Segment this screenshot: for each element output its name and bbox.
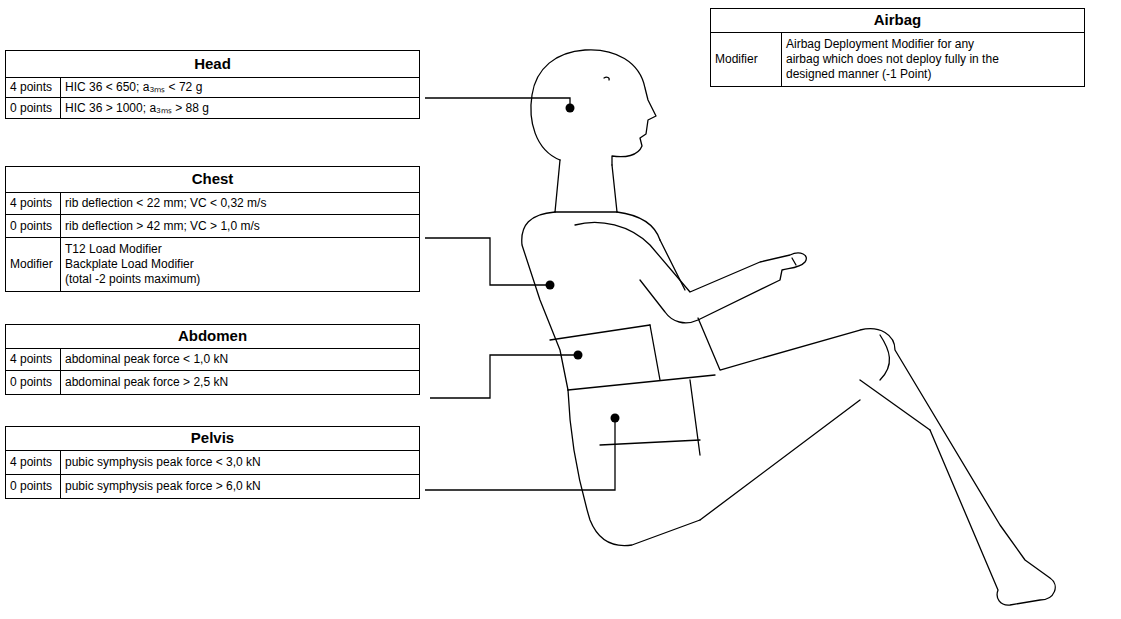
score-label: 0 points [10,479,52,494]
criterion-text: pubic symphysis peak force > 6,0 kN [65,479,261,494]
airbag-table: AirbagModifier Airbag Deployment Modifier… [710,8,1085,87]
pelvis-table: Pelvis 4 points pubic symphysis peak force… [5,426,420,499]
score-label: 0 points [10,101,52,116]
table-heading: Abdomen [178,327,247,346]
score-label: 4 points [10,352,52,367]
chest-table: Chest 4 points rib deflection < 22 mm; VC … [5,166,420,292]
criterion-text: rib deflection < 22 mm; VC < 0,32 m/s [65,196,266,211]
table-heading: Head [194,55,231,74]
score-table: Pelvis 4 points pubic symphysis peak force… [5,426,420,499]
criterion-text: rib deflection > 42 mm; VC > 1,0 m/s [65,219,260,234]
score-table: Chest 4 points rib deflection < 22 mm; VC … [5,166,420,292]
score-label: 0 points [10,219,52,234]
score-label: Modifier [10,257,53,272]
score-table: Head 4 points HIC 36 < 650; a₃ₘₛ < 72 g 0 p… [5,50,420,119]
criterion-text: pubic symphysis peak force < 3,0 kN [65,455,261,470]
score-label: 4 points [10,455,52,470]
score-label: 4 points [10,80,52,95]
table-heading: Pelvis [191,429,234,448]
criterion-text: abdominal peak force < 1,0 kN [65,352,228,367]
criterion-text: T12 Load Modifier Backplate Load Modifie… [65,242,217,287]
head-table: Head 4 points HIC 36 < 650; a₃ₘₛ < 72 g 0 p… [5,50,420,119]
score-table: Abdomen 4 points abdominal peak force < 1,… [5,324,420,395]
table-heading: Airbag [874,11,922,30]
criterion-text: abdominal peak force > 2,5 kN [65,375,228,390]
score-label: 4 points [10,196,52,211]
score-table: AirbagModifier Airbag Deployment Modifier… [710,8,1085,87]
score-label: Modifier [715,52,758,67]
criterion-text: HIC 36 > 1000; a₃ₘₛ > 88 g [65,101,209,116]
score-label: 0 points [10,375,52,390]
abdomen-table: Abdomen 4 points abdominal peak force < 1,… [5,324,420,395]
criterion-text: Airbag Deployment Modifier for any airba… [786,37,1001,82]
table-heading: Chest [192,170,234,189]
criterion-text: HIC 36 < 650; a₃ₘₛ < 72 g [65,80,202,95]
